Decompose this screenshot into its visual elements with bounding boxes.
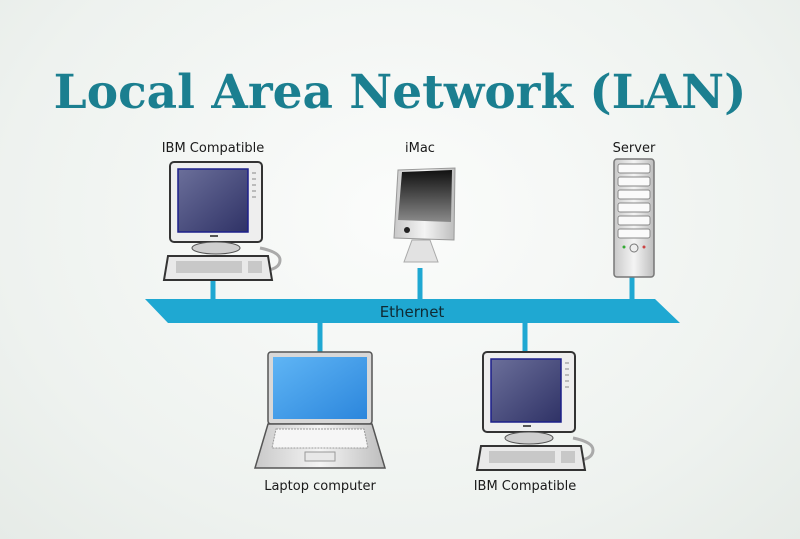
laptop-icon — [253, 351, 387, 469]
desktop-computer-icon — [475, 350, 595, 472]
node-server: Server — [613, 141, 656, 278]
page-title: Local Area Network (LAN) — [54, 65, 747, 120]
network-cables — [210, 268, 635, 353]
imac-icon — [393, 167, 456, 263]
node-ibm-compatible-top: IBM Compatible — [162, 141, 282, 282]
node-label: iMac — [405, 141, 435, 156]
desktop-computer-icon — [162, 160, 282, 282]
node-label: IBM Compatible — [474, 479, 577, 494]
server-tower-icon — [613, 158, 655, 278]
ethernet-label: Ethernet — [380, 303, 445, 321]
node-imac: iMac — [393, 141, 456, 263]
node-label: IBM Compatible — [162, 141, 265, 156]
node-label: Laptop computer — [264, 479, 376, 494]
node-ibm-compatible-bottom: IBM Compatible — [474, 350, 595, 494]
ethernet-bus — [145, 299, 680, 323]
node-laptop: Laptop computer — [253, 351, 387, 494]
node-label: Server — [613, 141, 656, 156]
